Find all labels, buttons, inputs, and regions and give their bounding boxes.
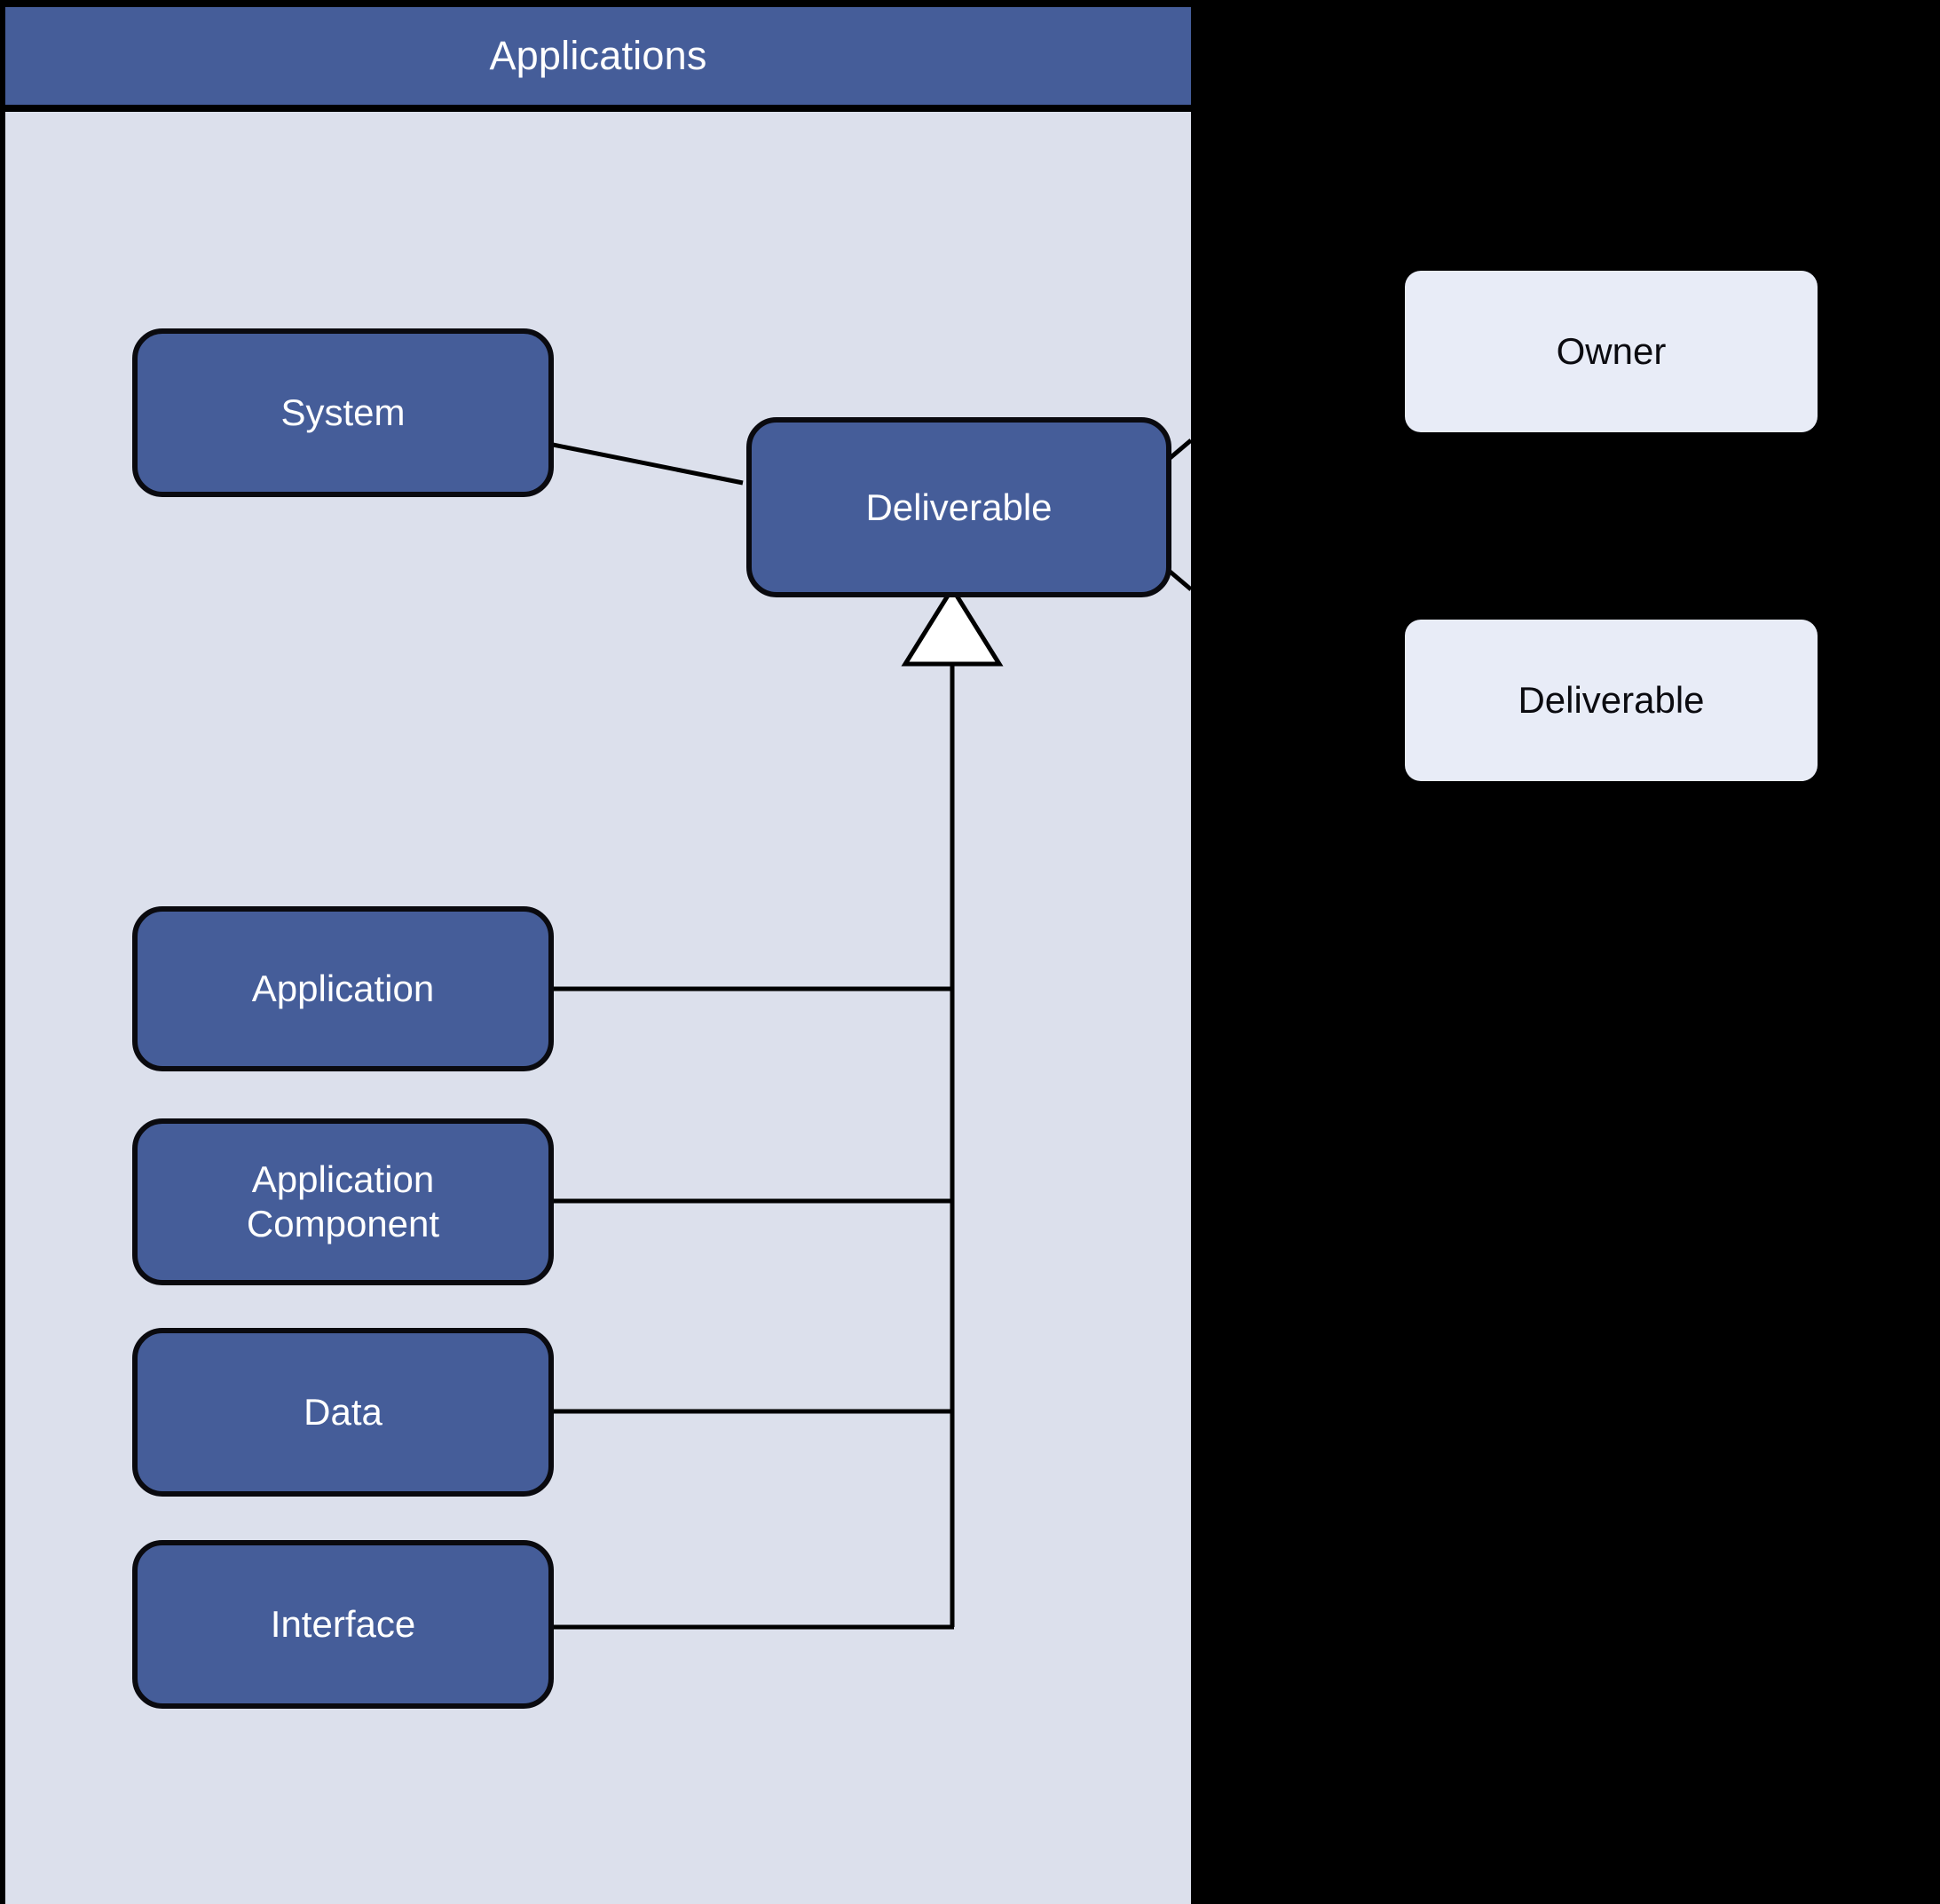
node-deliverable[interactable]: Deliverable — [746, 417, 1171, 597]
group-header: Applications — [5, 7, 1191, 105]
node-application-label: Application — [251, 968, 435, 1010]
legend-node-owner[interactable]: Owner — [1405, 271, 1818, 432]
node-interface-label: Interface — [270, 1603, 416, 1646]
node-system-label: System — [280, 391, 406, 434]
node-application-component-label-line1: Application — [251, 1158, 435, 1201]
node-interface[interactable]: Interface — [132, 1540, 554, 1709]
node-data[interactable]: Data — [132, 1328, 554, 1497]
node-application-component-label: Application Component — [247, 1157, 439, 1245]
group-title: Applications — [489, 33, 707, 78]
legend-node-deliverable-label: Deliverable — [1518, 679, 1705, 721]
node-data-label: Data — [304, 1391, 382, 1434]
applications-group-panel[interactable]: Applications System — [5, 7, 1191, 1904]
legend-node-deliverable[interactable]: Deliverable — [1405, 620, 1818, 781]
node-application-component-label-line2: Component — [246, 1203, 440, 1244]
node-application[interactable]: Application — [132, 906, 554, 1071]
node-application-component[interactable]: Application Component — [132, 1118, 554, 1285]
group-header-divider — [5, 105, 1191, 112]
legend-node-owner-label: Owner — [1556, 330, 1667, 372]
node-deliverable-label: Deliverable — [865, 486, 1053, 528]
node-system[interactable]: System — [132, 328, 554, 497]
